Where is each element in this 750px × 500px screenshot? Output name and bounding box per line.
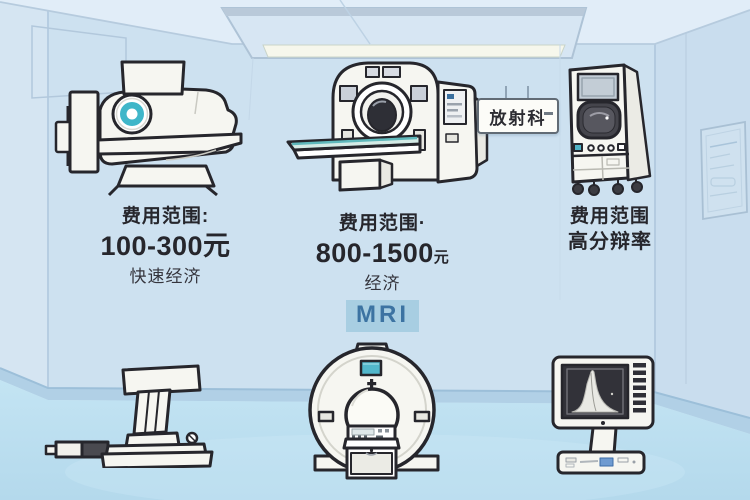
sign-label: 放射科 xyxy=(489,108,547,128)
mobile-cost-label: 费用范围 高分辩率 xyxy=(532,206,688,254)
cart-wheel xyxy=(612,183,624,195)
ct-note: 经济 xyxy=(364,273,401,293)
monitor-buttons xyxy=(633,363,646,413)
xray-range-title: 费用范围: xyxy=(121,206,210,227)
ct-bore xyxy=(367,98,397,132)
sign-hanger xyxy=(505,86,507,99)
ct-range-title: 费用范围· xyxy=(338,213,427,234)
diagnostic-workstation-icon xyxy=(551,355,655,475)
xray-lens-icon xyxy=(111,93,153,135)
ct-scanner-icon xyxy=(286,61,489,192)
xray-price: 100-300元 xyxy=(100,230,231,261)
radiology-department-sign: 放射科 xyxy=(477,98,559,134)
left-wall-panel xyxy=(0,0,48,390)
cart-wheel xyxy=(631,181,643,193)
ceiling-light xyxy=(220,7,588,59)
mobile-note: 高分辩率 xyxy=(568,230,652,253)
mri-screen xyxy=(359,359,383,377)
mobile-range-title: 费用范围 xyxy=(569,206,650,227)
mri-gantry-front-icon xyxy=(308,342,440,480)
ct-cost-label: 费用范围· 800-1500元 经济 MRI xyxy=(295,213,470,333)
xray-tube-head-icon xyxy=(54,60,243,197)
ct-price-unit: 元 xyxy=(433,248,450,266)
ct-price: 800-1500元 xyxy=(315,237,450,268)
xray-cost-label: 费用范围: 100-300元 快速经济 xyxy=(78,206,253,286)
xray-positioning-table-icon xyxy=(44,364,214,468)
sign-dash xyxy=(544,112,553,115)
cart-wheel xyxy=(572,183,584,195)
sign-hanger xyxy=(527,86,529,99)
mobile-imaging-cart-icon xyxy=(568,63,652,196)
cart-wheel xyxy=(588,184,600,196)
xray-note: 快速经济 xyxy=(129,266,202,286)
scan-curve xyxy=(571,370,619,413)
wall-poster xyxy=(700,120,748,221)
mri-tag: MRI xyxy=(346,300,419,333)
